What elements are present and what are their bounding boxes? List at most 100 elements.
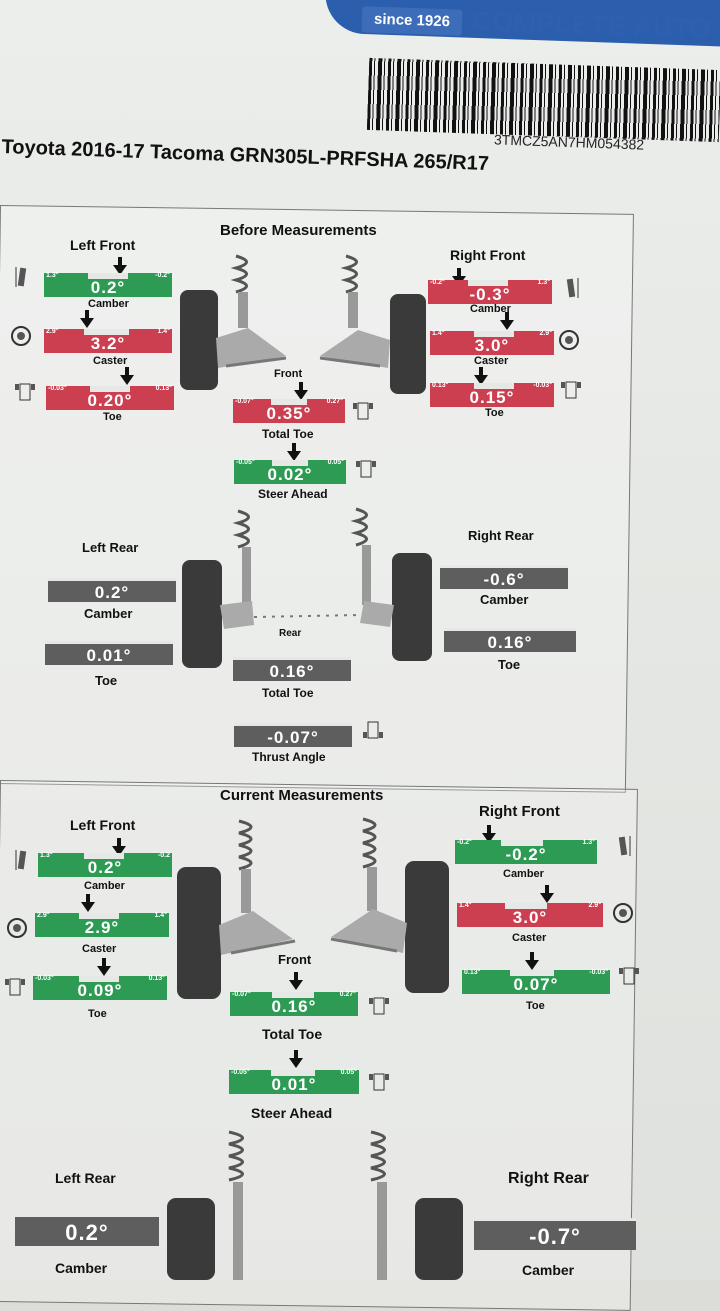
current-steer-ahead-min: -0.05° — [231, 1069, 250, 1076]
current-lr-camber-gauge: 0.2° — [15, 1214, 159, 1246]
toe-car-icon — [619, 967, 639, 985]
current-lf-camber-value: 0.2° — [87, 858, 123, 877]
before-rf-toe-value: 0.15° — [469, 388, 515, 407]
before-total-toe-max: 0.27° — [326, 398, 343, 405]
current-rr-camber-value: -0.7° — [529, 1224, 581, 1249]
toe-car-icon — [561, 381, 581, 399]
before-thrust-angle-value: -0.07° — [267, 728, 319, 747]
camber-wheel-icon — [15, 267, 27, 287]
current-total-toe-gauge: -0.07° 0.27° 0.16° — [230, 991, 358, 1016]
before-lr-camber-label: Camber — [84, 606, 133, 621]
before-right-rear-label: Right Rear — [468, 528, 534, 543]
before-rear-total-toe-label: Total Toe — [262, 686, 314, 700]
before-total-toe-label: Total Toe — [262, 427, 314, 441]
before-total-toe-min: -0.07° — [235, 398, 254, 405]
current-rf-camber-max: 1.3° — [582, 839, 595, 846]
before-rf-camber-min: -0.2° — [430, 279, 445, 286]
before-rr-camber-label: Camber — [480, 592, 529, 607]
before-lf-toe-min: -0.03° — [48, 385, 67, 392]
before-rr-toe-gauge: 0.16° — [444, 628, 576, 652]
camber-wheel-icon — [15, 850, 27, 870]
since-badge: since 1926 — [361, 6, 463, 36]
steer-ahead-car-icon — [356, 460, 376, 478]
before-lr-camber-gauge: 0.2° — [48, 578, 176, 602]
camber-wheel-icon — [618, 836, 631, 856]
current-steer-ahead-gauge: -0.05° 0.05° 0.01° — [229, 1069, 359, 1094]
current-lr-camber-value: 0.2° — [65, 1220, 109, 1245]
current-rf-toe-max: -0.03° — [589, 969, 608, 976]
before-rf-toe-gauge: 0.13° -0.03° 0.15° — [430, 382, 554, 407]
caster-wheel-icon — [11, 326, 31, 346]
current-right-front-label: Right Front — [479, 803, 560, 820]
before-lf-toe-value: 0.20° — [87, 391, 133, 410]
before-lf-toe-arrow — [120, 367, 134, 385]
before-left-front-label: Left Front — [70, 237, 136, 253]
current-lf-camber-gauge: 1.3° -0.2 0.2° — [38, 852, 172, 877]
current-rf-camber-label: Camber — [503, 868, 544, 880]
current-lf-toe-label: Toe — [88, 1008, 107, 1020]
current-left-front-label: Left Front — [70, 817, 136, 833]
before-lr-toe-value: 0.01° — [86, 646, 132, 665]
current-lf-caster-min: 2.9° — [37, 912, 50, 919]
before-front-suspension-diagram — [180, 254, 426, 394]
current-rf-caster-min: 1.4° — [459, 902, 472, 909]
before-steer-ahead-label: Steer Ahead — [258, 487, 328, 501]
before-lf-toe-gauge: -0.03° 0.13° 0.20° — [46, 385, 174, 410]
before-total-toe-arrow — [294, 382, 308, 400]
caster-wheel-icon — [7, 918, 27, 938]
before-thrust-angle-gauge: -0.07° — [234, 723, 352, 747]
before-rf-caster-value: 3.0° — [474, 336, 510, 355]
current-rr-camber-label: Camber — [522, 1262, 575, 1278]
before-rf-camber-max: 1.3° — [537, 279, 550, 286]
before-rear-suspension-diagram — [182, 507, 432, 668]
before-lf-toe-label: Toe — [103, 411, 122, 423]
before-rf-toe-max: -0.03° — [533, 382, 552, 389]
current-rf-camber-value: -0.2° — [505, 845, 547, 864]
camber-wheel-icon — [566, 278, 579, 298]
current-steer-ahead-arrow — [289, 1050, 303, 1068]
current-right-rear-label: Right Rear — [508, 1170, 589, 1187]
current-lf-toe-min: -0.03° — [35, 975, 54, 982]
toe-car-icon — [5, 978, 25, 996]
current-rf-toe-value: 0.07° — [513, 975, 559, 994]
before-lf-camber-max: -0.2° — [155, 272, 170, 279]
current-steer-ahead-label: Steer Ahead — [251, 1105, 333, 1121]
current-rf-caster-gauge: 1.4° 2.9° 3.0° — [457, 902, 603, 927]
current-rf-camber-arrow — [482, 825, 496, 843]
before-lr-toe-label: Toe — [95, 673, 118, 688]
before-front-label: Front — [274, 368, 303, 380]
current-lf-caster-label: Caster — [82, 943, 117, 955]
before-steer-ahead-max: 0.05° — [327, 459, 344, 466]
current-title: Current Measurements — [220, 787, 384, 804]
before-lf-toe-max: 0.13° — [155, 385, 172, 392]
current-lf-caster-max: 1.4° — [154, 912, 167, 919]
before-rr-toe-value: 0.16° — [487, 633, 533, 652]
before-lf-caster-min: 2.9° — [46, 328, 59, 335]
current-lf-caster-value: 2.9° — [84, 918, 120, 937]
current-total-toe-min: -0.07° — [232, 991, 251, 998]
current-steer-ahead-value: 0.01° — [271, 1075, 317, 1094]
current-rf-caster-label: Caster — [512, 932, 547, 944]
current-rf-caster-value: 3.0° — [512, 908, 548, 927]
before-lf-caster-arrow — [80, 310, 94, 328]
before-rf-toe-arrow — [474, 367, 488, 385]
before-lf-camber-value: 0.2° — [90, 278, 126, 297]
before-rear-label: Rear — [279, 628, 302, 639]
current-lf-caster-gauge: 2.9° 1.4° 2.9° — [35, 912, 169, 937]
before-rear-total-toe-value: 0.16° — [269, 662, 315, 681]
thrust-angle-car-icon — [363, 721, 383, 739]
before-rr-camber-gauge: -0.6° — [440, 565, 568, 589]
current-total-toe-arrow — [289, 972, 303, 990]
current-lf-camber-min: 1.3° — [40, 852, 53, 859]
current-total-toe-max: 0.27° — [339, 991, 356, 998]
current-total-toe-value: 0.16° — [271, 997, 317, 1016]
before-rr-toe-label: Toe — [498, 657, 521, 672]
current-front-suspension-diagram — [177, 817, 449, 999]
before-lf-caster-label: Caster — [93, 355, 128, 367]
vin-barcode — [366, 57, 720, 143]
before-lf-caster-max: 1.4° — [157, 328, 170, 335]
before-lf-camber-label: Camber — [88, 298, 129, 310]
vehicle-title: Toyota 2016-17 Tacoma GRN305L-PRFSHA 265… — [1, 136, 490, 176]
before-rf-caster-max: 2.9° — [539, 330, 552, 337]
